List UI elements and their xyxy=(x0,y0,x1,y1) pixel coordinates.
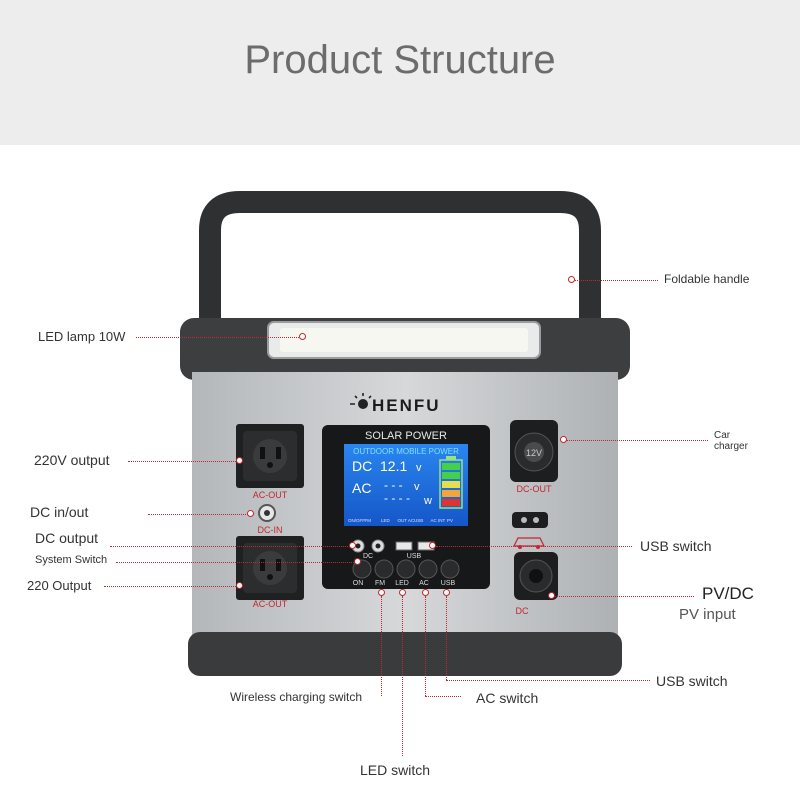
btn-label-on: ON xyxy=(353,580,364,587)
battery-gauge xyxy=(439,456,463,509)
dc-in-jack[interactable] xyxy=(258,504,276,522)
label-wireless-charging-switch: Wireless charging switch xyxy=(230,690,363,704)
leader-led-switch-v xyxy=(402,596,403,756)
label-pv-input: PV input xyxy=(679,606,736,623)
btn-label-ac: AC xyxy=(419,580,429,587)
marker-usb-switch-right xyxy=(429,542,436,549)
marker-car-charger xyxy=(560,436,567,443)
label-pv-dc: PV/DC xyxy=(702,584,754,603)
label-220-output: 220 Output xyxy=(27,578,92,593)
ac-out-bottom-label: AC-OUT xyxy=(253,599,288,609)
marker-ac-switch xyxy=(422,589,429,596)
btn-label-usb: USB xyxy=(441,580,456,587)
lcd-footer-label: ON/OFF xyxy=(348,518,365,523)
marker-wireless-charging xyxy=(378,589,385,596)
bottom-base xyxy=(188,632,622,676)
lcd-dc-unit: v xyxy=(416,462,422,474)
marker-led-switch xyxy=(399,589,406,596)
leader-usb-switch-bottom-v xyxy=(446,596,447,680)
leader-220-output xyxy=(104,586,236,587)
lcd-footer-label: AC INT xyxy=(431,518,446,523)
leader-wireless-v xyxy=(381,596,382,696)
lcd-ac-label: AC xyxy=(352,480,371,496)
lcd-footer-label: FM xyxy=(365,518,372,523)
lcd-w-unit: w xyxy=(423,495,432,507)
leader-usb-switch-right xyxy=(436,546,632,547)
ac-outlet-top[interactable] xyxy=(236,424,304,488)
marker-usb-switch-bottom xyxy=(443,589,450,596)
marker-pv-dc xyxy=(548,592,555,599)
label-220v-output: 220V output xyxy=(34,452,110,468)
label-led-lamp: LED lamp 10W xyxy=(38,329,126,344)
pv-input-socket[interactable] xyxy=(514,552,558,600)
label-led-switch: LED switch xyxy=(360,762,431,778)
label-car-charger-2: charger xyxy=(714,441,748,452)
label-car-charger-1: Car xyxy=(714,430,731,441)
leader-ac-switch-v xyxy=(425,596,426,696)
label-dc-output: DC output xyxy=(35,530,99,546)
leader-car-charger xyxy=(566,440,708,441)
foldable-handle[interactable] xyxy=(199,191,601,330)
leader-usb-switch-bottom-h xyxy=(446,680,650,681)
dc-input-label: DC xyxy=(516,606,529,616)
marker-system-switch xyxy=(354,558,361,565)
brand-logo: HENFU xyxy=(350,393,441,415)
marker-dc-in-out xyxy=(247,510,254,517)
lcd-header: OUTDOOR MOBILE POWER xyxy=(353,447,459,456)
label-dc-in-out: DC in/out xyxy=(30,504,89,520)
svg-text:HENFU: HENFU xyxy=(372,396,441,415)
leader-foldable-handle xyxy=(575,280,658,281)
led-lamp-panel xyxy=(280,328,528,352)
leader-pv-dc xyxy=(554,596,694,597)
lcd-footer-label: OUT AC xyxy=(398,518,415,523)
leader-ac-switch-h xyxy=(425,696,461,697)
label-system-switch: System Switch xyxy=(35,554,108,566)
page-title: Product Structure xyxy=(244,38,556,82)
lcd-w-value: - - - - xyxy=(384,491,410,505)
label-foldable-handle: Foldable handle xyxy=(664,272,750,286)
marker-foldable-handle xyxy=(568,276,575,283)
leader-system-switch xyxy=(116,562,354,563)
dc-port-label: DC xyxy=(363,553,373,560)
lcd-footer-label: USB xyxy=(414,518,423,523)
switch-buttons[interactable] xyxy=(352,559,460,579)
leader-dc-output xyxy=(110,546,350,547)
lcd-footer-label: LED xyxy=(381,518,391,523)
dc-in-label: DC-IN xyxy=(258,525,283,535)
marker-220-output xyxy=(236,582,243,589)
label-usb-switch-right: USB switch xyxy=(640,538,712,554)
leader-dc-in-out xyxy=(148,514,248,515)
lcd-dc-label: DC xyxy=(352,458,372,474)
leader-led-lamp xyxy=(136,337,299,338)
usb-ports-label: USB xyxy=(407,553,422,560)
dc-out-label: DC-OUT xyxy=(517,484,552,494)
lcd-ac-unit: v xyxy=(414,481,420,493)
marker-dc-output xyxy=(349,542,356,549)
leader-220v-output xyxy=(128,461,236,462)
header-banner: Product Structure xyxy=(0,0,800,145)
lcd-dc-value: 12.1 xyxy=(380,458,407,474)
label-ac-switch: AC switch xyxy=(476,690,539,706)
panel-title: SOLAR POWER xyxy=(365,430,447,442)
marker-led-lamp xyxy=(299,333,306,340)
btn-label-led: LED xyxy=(395,580,409,587)
car-socket-voltage: 12V xyxy=(526,448,542,458)
ac-outlet-bottom[interactable] xyxy=(236,536,304,600)
lcd-ac-value: - - - xyxy=(384,478,403,492)
ac-out-top-label: AC-OUT xyxy=(253,490,288,500)
marker-220v-output xyxy=(236,457,243,464)
label-usb-switch-bottom: USB switch xyxy=(656,673,728,689)
ac-input-port[interactable] xyxy=(512,512,548,528)
car-charger-socket[interactable] xyxy=(510,420,558,482)
btn-label-fm: FM xyxy=(375,580,385,587)
lcd-footer-label: PV xyxy=(447,518,453,523)
